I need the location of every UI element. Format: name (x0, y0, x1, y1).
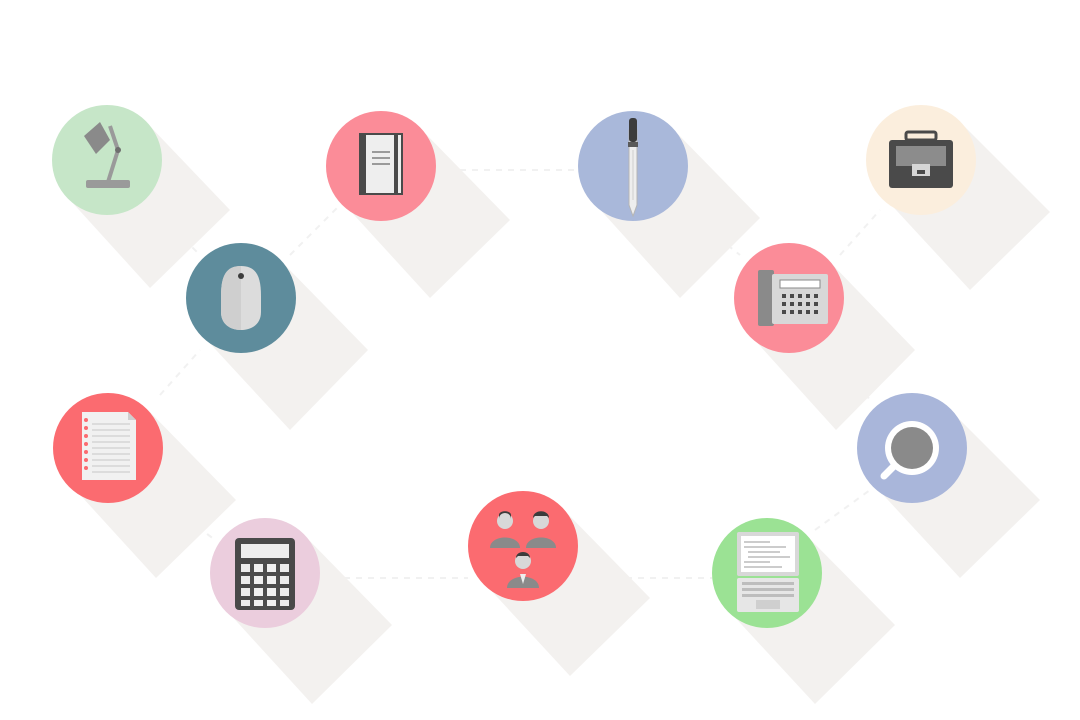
laptop-icon (737, 532, 799, 612)
computer-mouse-icon (221, 266, 261, 330)
mouse-node (186, 243, 368, 430)
notebook-icon (359, 133, 403, 195)
desk-lamp-node (52, 105, 230, 288)
desk-lamp-icon (84, 122, 130, 188)
calculator-node (210, 518, 392, 704)
briefcase-node (866, 105, 1050, 290)
notepad-node (53, 393, 236, 578)
pen-icon (628, 118, 638, 218)
team-people-icon (490, 511, 556, 588)
desk-phone-node (734, 243, 915, 430)
coffee-cup-icon (880, 421, 939, 480)
coffee-node (857, 393, 1040, 578)
desk-lamp-circle (52, 105, 162, 215)
team-node (468, 491, 650, 676)
team-circle (468, 491, 578, 601)
notebook-node (326, 111, 510, 298)
laptop-node (712, 518, 895, 704)
notepad-paper-icon (82, 412, 136, 480)
desk-phone-icon (758, 270, 828, 326)
pen-node (578, 111, 760, 298)
briefcase-icon (889, 130, 953, 188)
calculator-icon (235, 538, 295, 610)
